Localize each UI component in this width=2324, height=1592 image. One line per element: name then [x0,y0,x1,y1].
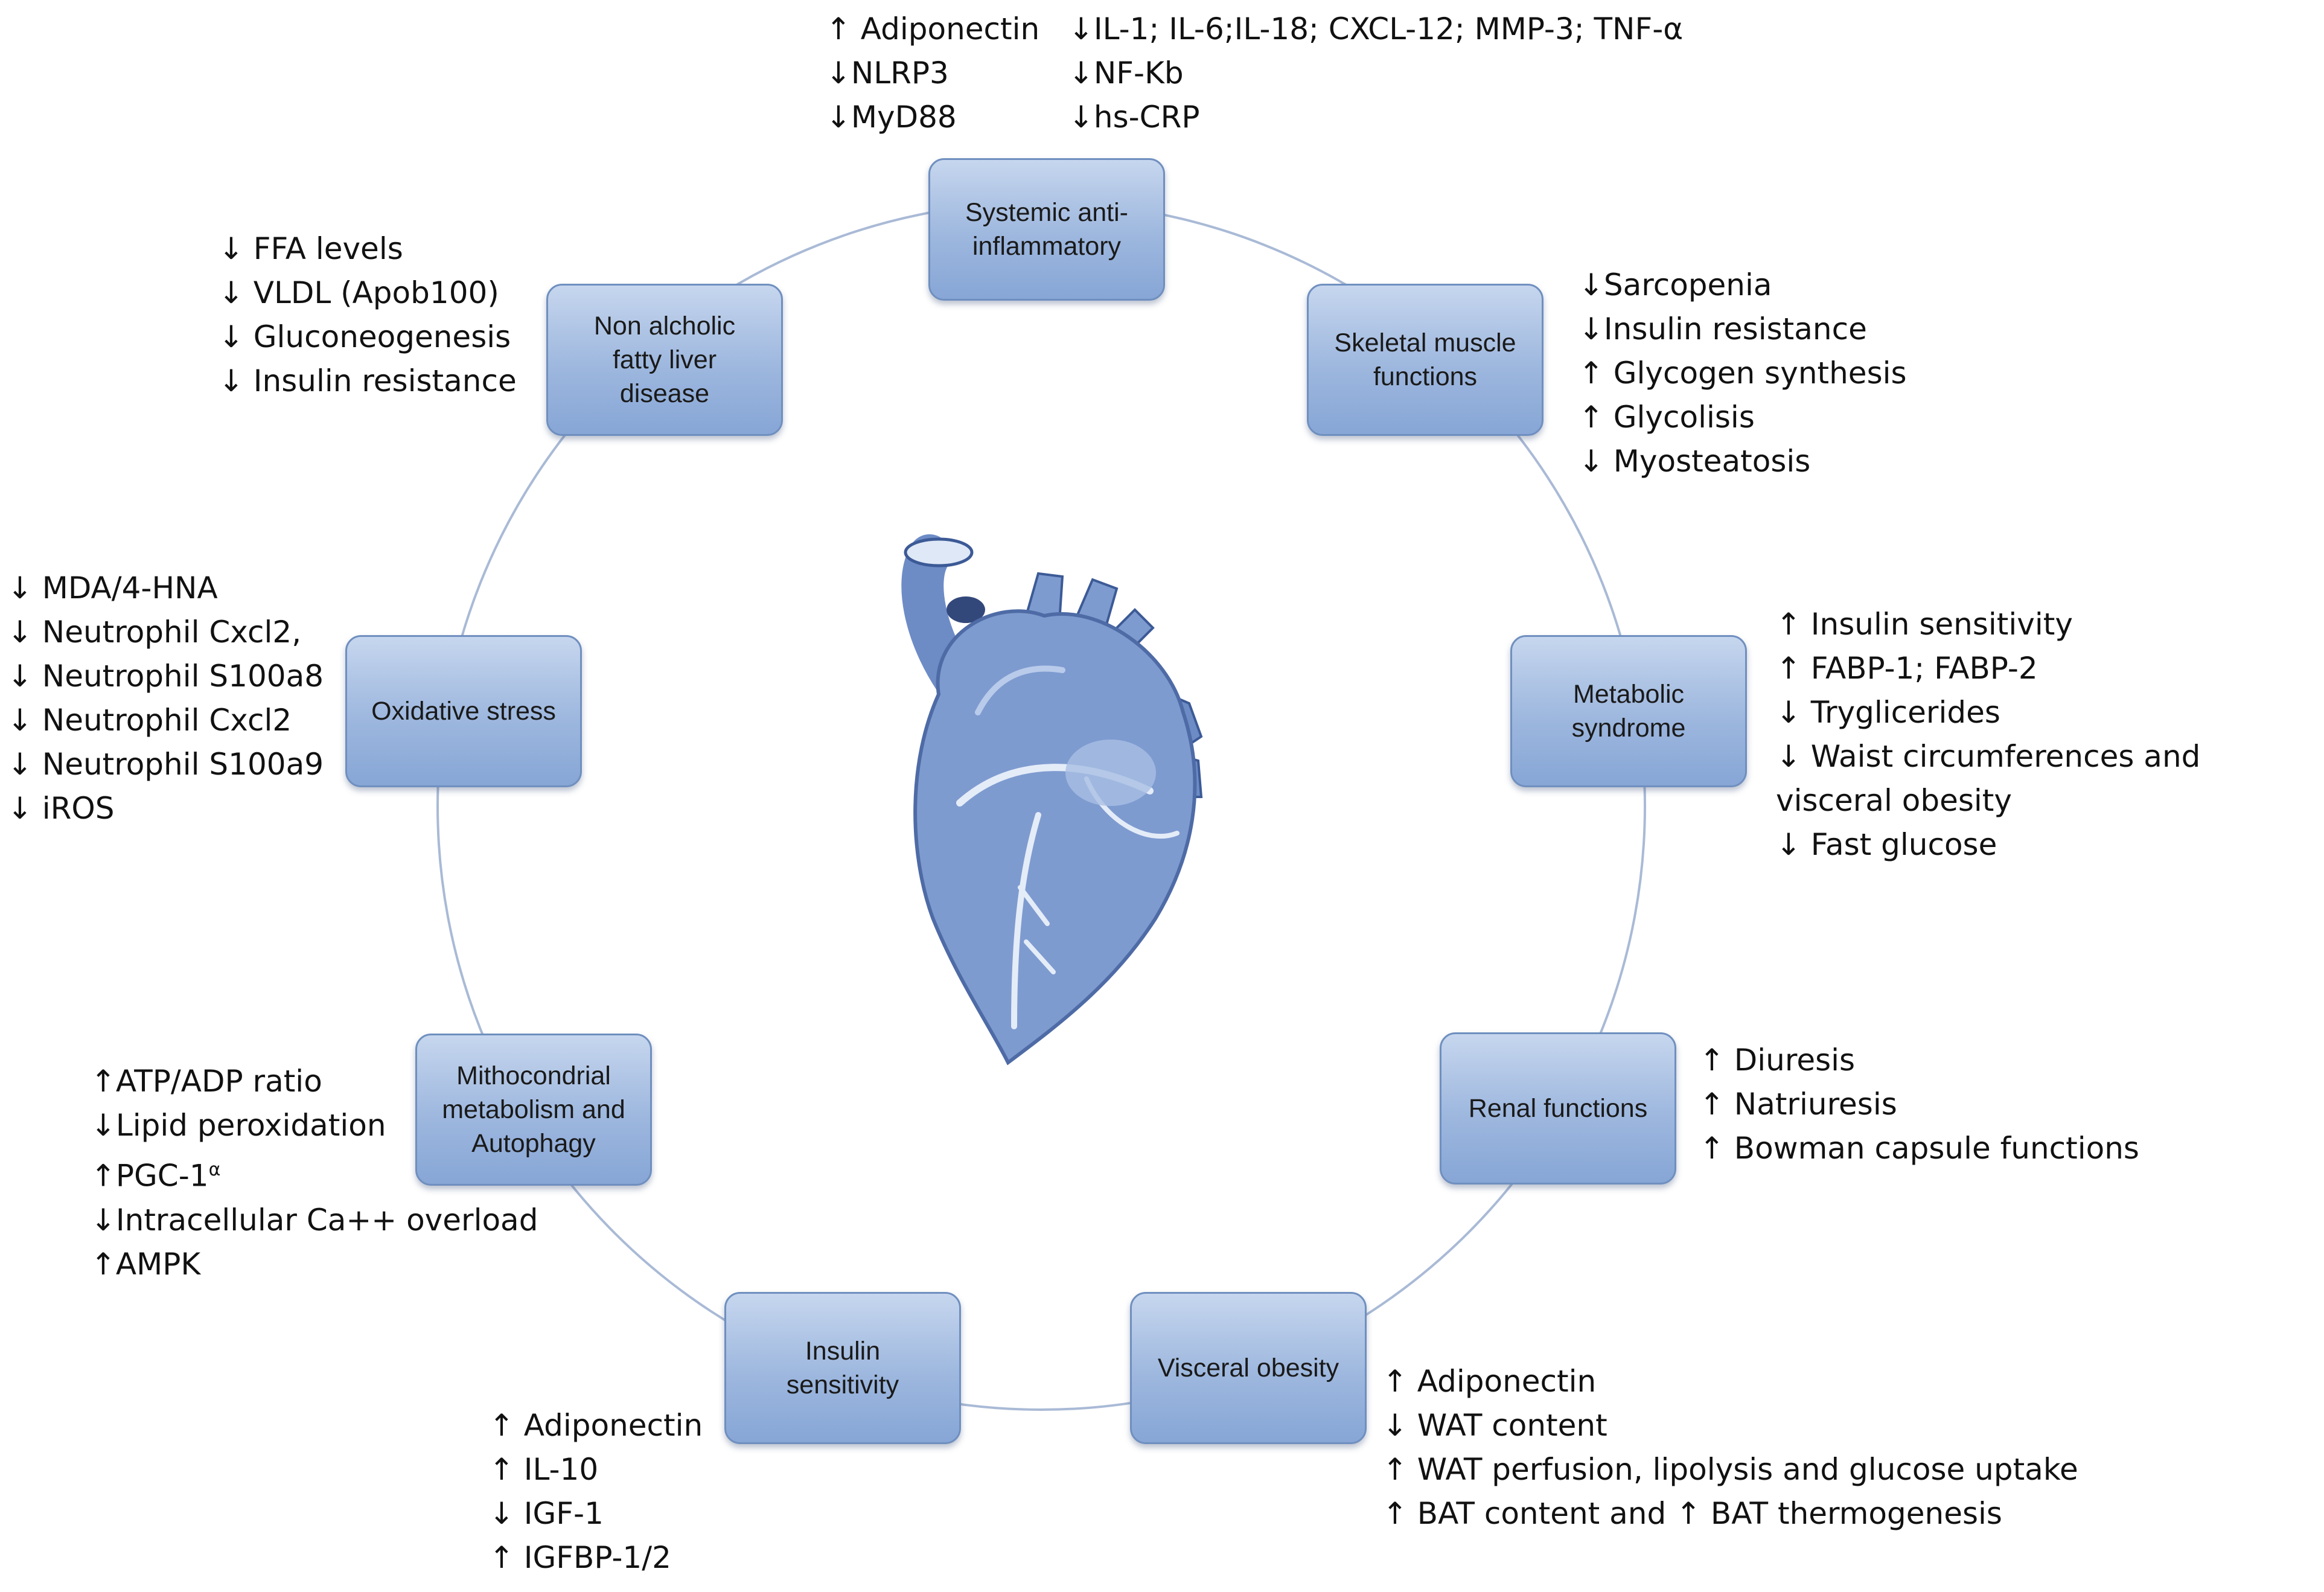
effect-item: ↓Insulin resistance [1579,312,1867,347]
effect-item: ↓ Insulin resistance [219,363,517,398]
effect-item: ↓ MDA/4-HNA [7,571,218,606]
effect-item: ↑ Glycogen synthesis [1579,356,1907,391]
effect-item: ↑ IL-10 [489,1452,599,1487]
effect-item: ↓ iROS [7,791,115,826]
node-mitochondrial-metabolism: Mithocondrial metabolism and Autophagy [415,1034,652,1186]
effect-item: ↓ Neutrophil Cxcl2, [7,615,302,650]
metabolic-effects: ↑ Insulin sensitivity ↑ FABP-1; FABP-2 ↓… [1776,603,2322,867]
effect-item: ↑ Bowman capsule functions [1699,1131,2139,1166]
node-label: Visceral obesity [1157,1354,1339,1383]
node-label: Non alcholic fatty liver disease [593,312,736,408]
effect-item: ↑ Natriuresis [1699,1087,1897,1122]
effect-item: ↑ FABP-1; FABP-2 [1776,651,2038,686]
effect-item: ↓ Myosteatosis [1579,444,1811,479]
visceral-effects: ↑ Adiponectin ↓ WAT content ↑ WAT perfus… [1382,1360,2078,1536]
effect-item: ↓ Fast glucose [1776,827,1997,862]
effect-item: ↓ FFA levels [219,231,403,266]
node-label: Metabolic syndrome [1571,680,1686,743]
effect-item: ↓Intracellular Ca++ overload [91,1202,538,1238]
effect-item: ↓ Neutrophil S100a8 [7,659,324,694]
effect-item: ↓ Gluconeogenesis [219,319,511,354]
node-label: Renal functions [1468,1094,1648,1123]
node-label: Skeletal muscle functions [1334,328,1516,391]
effect-item: ↑ Diuresis [1699,1043,1856,1078]
effect-item: ↑ Adiponectin [826,11,1040,46]
effect-item: ↓ Neutrophil Cxcl2 [7,703,292,738]
mitochondrial-effects: ↑ATP/ADP ratio ↓Lipid peroxidation ↑PGC-… [91,1060,538,1287]
effect-item: ↑AMPK [91,1246,201,1282]
node-label: Systemic anti- inflammatory [965,198,1128,261]
node-insulin-sensitivity: Insulin sensitivity [724,1292,961,1444]
effect-item: ↓NLRP3 [826,56,949,91]
effect-item: ↑ Glycolisis [1579,400,1755,435]
skeletal-effects: ↓Sarcopenia ↓Insulin resistance ↑ Glycog… [1579,263,1907,484]
node-label: Oxidative stress [371,697,556,726]
renal-effects: ↑ Diuresis ↑ Natriuresis ↑ Bowman capsul… [1699,1038,2139,1171]
effect-item: ↓NF-Kb [1068,56,1184,91]
oxidative-effects: ↓ MDA/4-HNA ↓ Neutrophil Cxcl2, ↓ Neutro… [7,566,324,831]
node-label: Insulin sensitivity [786,1337,899,1399]
nafld-effects: ↓ FFA levels ↓ VLDL (Apob100) ↓ Gluconeo… [219,227,517,403]
alpha-superscript: α [208,1159,221,1180]
effect-item: ↑ WAT perfusion, lipolysis and glucose u… [1382,1452,2078,1487]
effect-item: ↓ Neutrophil S100a9 [7,747,324,782]
effect-item: ↓ WAT content [1382,1408,1607,1443]
node-label: Mithocondrial metabolism and Autophagy [442,1061,625,1158]
pgc-label: ↑PGC-1 [91,1158,209,1194]
effect-item: ↓ Tryglicerides [1776,695,2000,730]
effect-item: ↓IL-1; IL-6;IL-18; CXCL-12; MMP-3; TNF-α [1068,11,1684,46]
effect-item: ↓hs-CRP [1068,100,1200,135]
effect-item: ↑ Adiponectin [489,1408,703,1443]
effect-item: ↑ Insulin sensitivity [1776,607,2073,642]
effect-item: ↑ IGFBP-1/2 [489,1540,671,1575]
effect-item: ↓ Waist circumferences and visceral obes… [1776,739,2201,818]
effect-item: ↓Sarcopenia [1579,267,1772,302]
node-systemic-anti-inflammatory: Systemic anti- inflammatory [928,158,1165,301]
node-visceral-obesity: Visceral obesity [1130,1292,1367,1444]
effect-item: ↑ATP/ADP ratio [91,1064,322,1099]
node-nafld: Non alcholic fatty liver disease [546,284,783,436]
effect-item: ↑PGC-1α [91,1148,538,1198]
anatomical-heart-icon [901,534,1203,1066]
node-oxidative-stress: Oxidative stress [345,635,582,787]
effect-item: ↑ BAT content and ↑ BAT thermogenesis [1382,1496,2002,1531]
node-skeletal-muscle: Skeletal muscle functions [1307,284,1543,436]
systemic-effects-right: ↓IL-1; IL-6;IL-18; CXCL-12; MMP-3; TNF-α… [1068,7,1683,139]
systemic-effects-left: ↑ Adiponectin ↓NLRP3 ↓MyD88 [826,7,1039,139]
effect-item: ↓MyD88 [826,100,957,135]
node-renal-functions: Renal functions [1440,1032,1676,1184]
effect-item: ↓ IGF-1 [489,1496,604,1531]
effect-item: ↓ VLDL (Apob100) [219,275,499,310]
node-metabolic-syndrome: Metabolic syndrome [1510,635,1747,787]
effect-item: ↑ Adiponectin [1382,1364,1597,1399]
insulin-effects: ↑ Adiponectin ↑ IL-10 ↓ IGF-1 ↑ IGFBP-1/… [489,1404,703,1580]
effect-item: ↓Lipid peroxidation [91,1108,386,1143]
